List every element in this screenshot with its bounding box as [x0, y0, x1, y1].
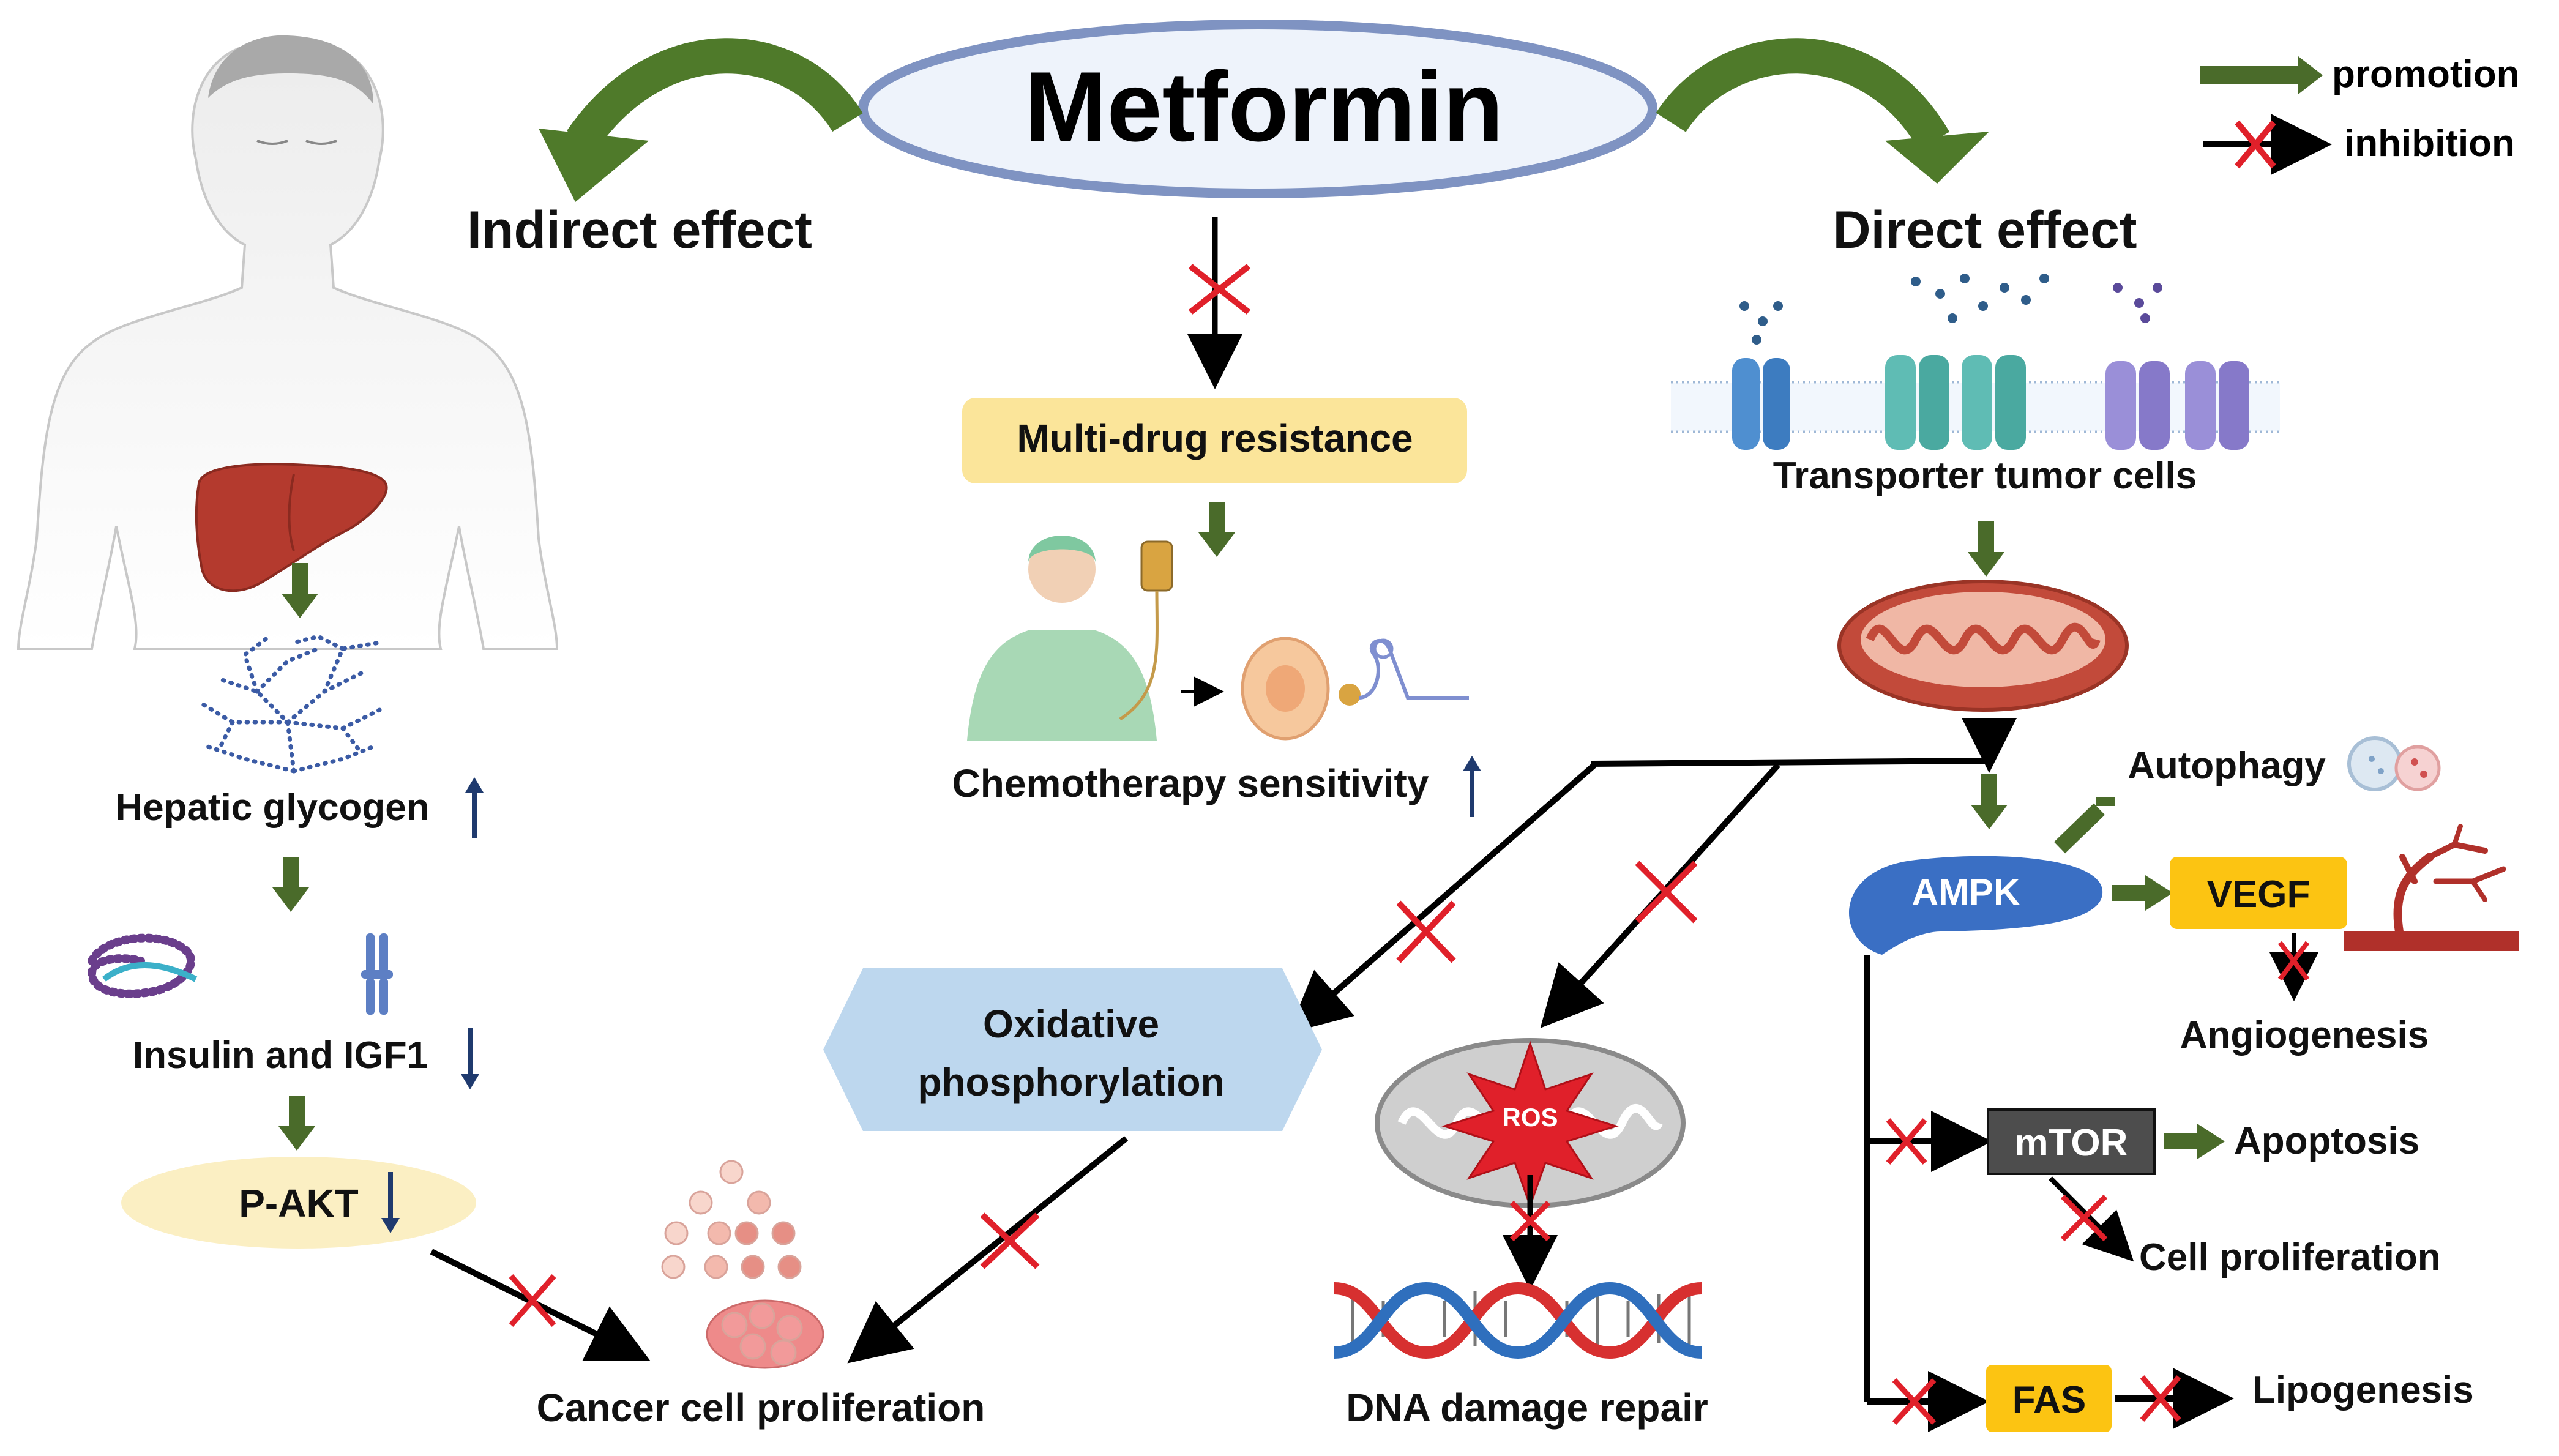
- inhibition-x-icon: [2060, 1194, 2108, 1242]
- inhibition-x-icon: [1886, 1118, 1927, 1165]
- dna-helix-icon: [1334, 1282, 1702, 1359]
- promotion-arrow-mdr-chemo: [1198, 502, 1235, 557]
- glycogen-icon: [200, 634, 382, 774]
- promotion-arrow-insulin-pakt: [278, 1096, 315, 1151]
- lipogenesis-label: Lipogenesis: [2252, 1369, 2474, 1411]
- inhibition-x-icon: [2140, 1375, 2181, 1422]
- legend-inhibition: inhibition: [2344, 122, 2515, 165]
- dna-repair-label: DNA damage repair: [1346, 1386, 1708, 1430]
- promotion-arrow-mito-ampk: [1971, 774, 2008, 829]
- oxphos-label-line2: phosphorylation: [917, 1060, 1224, 1104]
- inhibition-x-icon: [1635, 861, 1698, 924]
- membrane-transporter-icon: [1671, 274, 2280, 450]
- oxphos-label-line1: Oxidative: [983, 1002, 1159, 1046]
- fas-label: FAS: [2012, 1379, 2086, 1421]
- apoptosis-label: Apoptosis: [2234, 1120, 2419, 1162]
- igf1-receptor-icon: [361, 933, 393, 1015]
- up-arrow-icon: [1463, 756, 1481, 817]
- vegf-box: [2170, 857, 2347, 929]
- mtor-label: mTOR: [2015, 1122, 2128, 1164]
- direct-effect-heading: Direct effect: [1832, 201, 2137, 259]
- mdr-box: [962, 398, 1467, 483]
- iv-bag-icon: [1119, 540, 1173, 721]
- inhibition-x-icon: [1188, 264, 1251, 315]
- promotion-arrow-transporter-mito: [1968, 521, 2004, 577]
- liver-icon: [195, 463, 388, 592]
- ampk-bubble: [1848, 856, 2103, 955]
- vegf-label: VEGF: [2207, 873, 2311, 916]
- down-arrow-icon: [461, 1028, 479, 1089]
- insulin-igf1-label: Insulin and IGF1: [133, 1034, 428, 1077]
- up-arrow-icon: [465, 777, 484, 838]
- cancer-proliferation-label: Cancer cell proliferation: [537, 1386, 985, 1430]
- insulin-icon: [87, 933, 198, 998]
- mdr-label: Multi-drug resistance: [1017, 416, 1413, 460]
- mtor-box: [1987, 1108, 2156, 1175]
- promotion-arrow-liver-glycogen: [282, 563, 318, 618]
- page-title: Metformin: [1025, 51, 1504, 162]
- fas-box: [1986, 1365, 2112, 1432]
- autophagy-label: Autophagy: [2128, 745, 2326, 787]
- inhibition-x-icon: [1396, 900, 1456, 963]
- oxphos-hexagon: [823, 968, 1322, 1131]
- angiogenesis-label: Angiogenesis: [2180, 1014, 2429, 1056]
- inhibition-x-icon: [2235, 120, 2276, 169]
- human-body-icon: [17, 35, 559, 650]
- blood-vessel-icon: [2344, 824, 2519, 951]
- curved-arrow-left-icon: [539, 38, 863, 202]
- transporter-label: Transporter tumor cells: [1773, 455, 2197, 497]
- inhibition-x-icon: [1509, 1200, 1551, 1242]
- indirect-effect-heading: Indirect effect: [467, 201, 812, 259]
- inhibition-x-icon: [2277, 941, 2310, 981]
- down-arrow-icon: [381, 1172, 400, 1233]
- inhibition-x-icon: [509, 1274, 556, 1327]
- promotion-arrow-icon: [2298, 56, 2323, 94]
- patient-icon: [967, 536, 1157, 741]
- autophagosome-icon: [2347, 736, 2441, 791]
- cell-proliferation-label: Cell proliferation: [2139, 1236, 2441, 1279]
- ros-label: ROS: [1502, 1103, 1558, 1132]
- legend: promotion inhibition: [2200, 53, 2520, 175]
- cell-cluster-icon: [661, 1160, 824, 1369]
- promotion-arrow-ampk-autophagy: [2053, 797, 2115, 854]
- cancer-cell-icon: [1241, 637, 1469, 741]
- promotion-arrow-glycogen-insulin: [272, 857, 309, 912]
- promotion-arrow-ampk-vegf: [2112, 875, 2173, 911]
- curved-arrow-right-icon: [1656, 38, 1989, 184]
- legend-promotion: promotion: [2332, 53, 2520, 95]
- inhibition-x-icon: [1892, 1378, 1937, 1425]
- chemo-sensitivity-label: Chemotherapy sensitivity: [952, 761, 1429, 805]
- inhibition-x-icon: [980, 1212, 1040, 1269]
- promotion-arrow-mtor-apoptosis: [2164, 1124, 2225, 1159]
- metformin-title: Metformin: [858, 20, 1657, 198]
- hepatic-glycogen-label: Hepatic glycogen: [115, 786, 429, 829]
- ros-mitochondrion-icon: [1375, 1038, 1686, 1209]
- mitochondrion-icon: [1837, 580, 2129, 712]
- ampk-label: AMPK: [1912, 872, 2020, 913]
- p-akt-label: P-AKT: [239, 1181, 359, 1225]
